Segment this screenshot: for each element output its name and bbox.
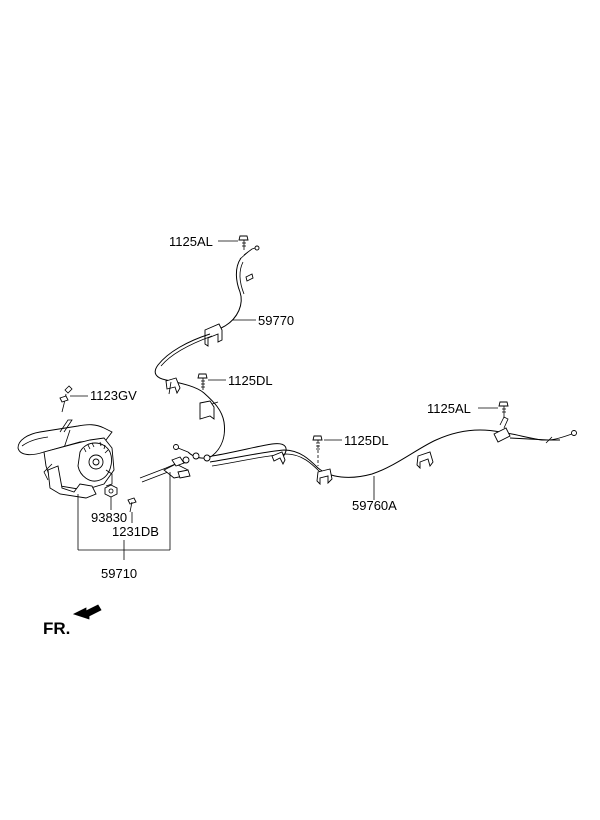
label-rear-cable: 59760A: [352, 498, 397, 513]
label-nut: 93830: [91, 510, 127, 525]
nut-93830: [104, 484, 118, 498]
equalizer: [139, 456, 191, 483]
label-bolt-lever: 1231DB: [112, 524, 159, 539]
bolt-rear-1125dl: [312, 435, 323, 466]
bolt-right-1125al: [498, 401, 509, 418]
parking-lever: [17, 385, 115, 499]
label-lever-screw: 1123GV: [90, 388, 137, 403]
label-lever-assembly: 59710: [101, 566, 137, 581]
bolt-top-1125al: [238, 235, 249, 250]
label-bolt-top: 1125AL: [169, 234, 213, 249]
bolt-front-1125dl: [197, 373, 208, 390]
label-front-cable: 59770: [258, 313, 294, 328]
leader-lines: [70, 240, 498, 560]
label-bolt-right: 1125AL: [427, 401, 471, 416]
front-arrow-icon: [72, 604, 102, 620]
front-direction-indicator: FR.: [43, 604, 102, 638]
label-bolt-front-bracket: 1125DL: [228, 373, 273, 388]
front-direction-label: FR.: [43, 619, 70, 638]
bolt-1231db: [127, 497, 137, 513]
front-cable: [154, 245, 260, 462]
rear-cable: [209, 416, 577, 486]
lever-screw: [59, 385, 73, 413]
label-bolt-rear-bracket: 1125DL: [344, 433, 389, 448]
labels: 1125AL 59770 1125DL 1123GV 1125AL 1125DL…: [90, 234, 471, 581]
